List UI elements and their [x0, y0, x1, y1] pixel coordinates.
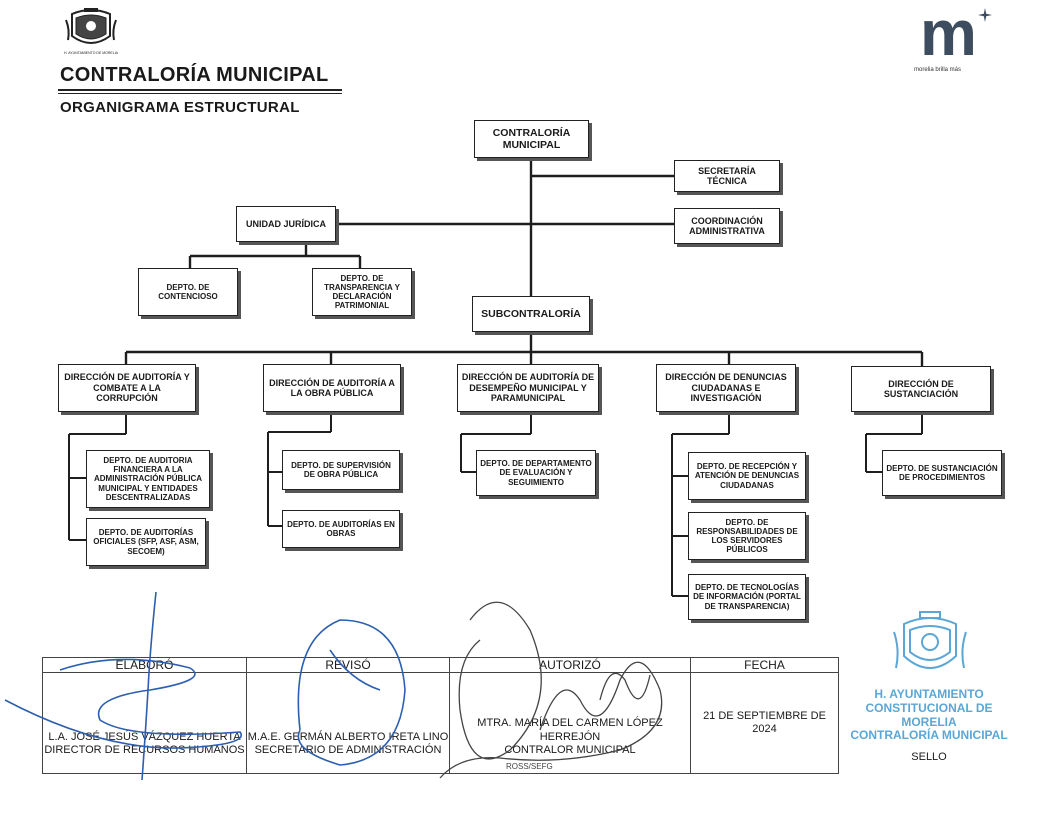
- seal-text: H. AYUNTAMIENTO CONSTITUCIONAL DE MORELI…: [846, 687, 1012, 743]
- box-depto-responsabilidades: DEPTO. DE RESPONSABILIDADES DE LOS SERVI…: [688, 512, 806, 560]
- brand-tagline: morelia brilla más: [914, 67, 962, 73]
- box-depto-contencioso: DEPTO. DE CONTENCIOSO: [138, 268, 238, 316]
- box-depto-auditorias-obras: DEPTO. DE AUDITORÍAS EN OBRAS: [282, 510, 400, 548]
- cell-reviso: M.A.E. GERMÁN ALBERTO IRETA LINO SECRETA…: [246, 672, 450, 774]
- box-depto-evaluacion: DEPTO. DE DEPARTAMENTO DE EVALUACIÓN Y S…: [476, 450, 596, 496]
- cell-autorizo: MTRA. MARÍA DEL CARMEN LÓPEZ HERREJÓN CO…: [449, 672, 691, 774]
- star-icon: [978, 8, 992, 22]
- box-dir-denuncias: DIRECCIÓN DE DENUNCIAS CIUDADANAS E INVE…: [656, 364, 796, 412]
- header-elaboro: ELABORÓ: [42, 657, 247, 673]
- autorizo-role: CONTRALOR MUNICIPAL: [504, 743, 636, 756]
- page-title: CONTRALORÍA MUNICIPAL: [60, 64, 329, 86]
- reviso-role: SECRETARIO DE ADMINISTRACIÓN: [254, 743, 442, 756]
- escudo-caption: H. AYUNTAMIENTO DE MORELIA: [63, 51, 119, 55]
- escudo-icon: [65, 8, 117, 44]
- box-depto-sustanciacion: DEPTO. DE SUSTANCIACIÓN DE PROCEDIMIENTO…: [882, 450, 1002, 496]
- cell-fecha: 21 DE SEPTIEMBRE DE 2024: [690, 672, 839, 774]
- box-dir-obra-publica: DIRECCIÓN DE AUDITORÍA A LA OBRA PÚBLICA: [263, 364, 401, 412]
- elaboro-role: DIRECTOR DE RECURSOS HUMANOS: [44, 743, 245, 756]
- cell-elaboro: L.A. JOSÉ JESÚS VÁZQUEZ HUERTA DIRECTOR …: [42, 672, 247, 774]
- box-contraloria-municipal: CONTRALORÍA MUNICIPAL: [474, 120, 589, 158]
- box-unidad-juridica: UNIDAD JURÍDICA: [236, 206, 336, 242]
- brand-logo: m: [920, 0, 1000, 69]
- page-subtitle: ORGANIGRAMA ESTRUCTURAL: [60, 99, 300, 116]
- box-depto-transparencia: DEPTO. DE TRANSPARENCIA Y DECLARACIÓN PA…: [312, 268, 412, 316]
- signature-table: ELABORÓ REVISÓ AUTORIZÓ FECHA L.A. JOSÉ …: [42, 657, 839, 774]
- initials-text: ROSS/SEFG: [506, 762, 553, 771]
- box-dir-sustanciacion: DIRECCIÓN DE SUSTANCIACIÓN: [851, 366, 991, 412]
- box-coordinacion-administrativa: COORDINACIÓN ADMINISTRATIVA: [674, 208, 780, 244]
- seal-line-3: MORELIA: [901, 714, 957, 729]
- signature-body-row: L.A. JOSÉ JESÚS VÁZQUEZ HUERTA DIRECTOR …: [42, 672, 839, 774]
- box-depto-recepcion: DEPTO. DE RECEPCIÓN Y ATENCIÓN DE DENUNC…: [688, 452, 806, 500]
- seal-line-2: CONSTITUCIONAL DE: [865, 700, 993, 715]
- brand-wordmark: m: [920, 0, 977, 69]
- seal-line-4: CONTRALORÍA MUNICIPAL: [850, 728, 1008, 743]
- autorizo-name: MTRA. MARÍA DEL CARMEN LÓPEZ HERREJÓN: [477, 717, 663, 743]
- box-dir-desempeno: DIRECCIÓN DE AUDITORÍA DE DESEMPEÑO MUNI…: [457, 364, 599, 412]
- signature-header-row: ELABORÓ REVISÓ AUTORIZÓ FECHA: [42, 657, 839, 673]
- header-reviso: REVISÓ: [246, 657, 450, 673]
- box-secretaria-tecnica: SECRETARÍA TÉCNICA: [674, 160, 780, 192]
- seal-line-1: H. AYUNTAMIENTO: [874, 687, 984, 701]
- sello-label: SELLO: [911, 751, 947, 763]
- box-depto-auditoria-financiera: DEPTO. DE AUDITORIA FINANCIERA A LA ADMI…: [86, 450, 210, 508]
- box-dir-auditoria-corrupcion: DIRECCIÓN DE AUDITORÍA Y COMBATE A LA CO…: [58, 364, 196, 412]
- box-subcontraloria: SUBCONTRALORÍA: [472, 296, 590, 332]
- box-depto-supervision: DEPTO. DE SUPERVISIÓN DE OBRA PÚBLICA: [282, 450, 400, 490]
- fecha-value: 21 DE SEPTIEMBRE DE 2024: [703, 709, 826, 735]
- header-autorizo: AUTORIZÓ: [449, 657, 691, 673]
- reviso-name: M.A.E. GERMÁN ALBERTO IRETA LINO: [247, 730, 449, 743]
- box-depto-tecnologias: DEPTO. DE TECNOLOGÍAS DE INFORMACIÓN (PO…: [688, 574, 806, 620]
- elaboro-name: L.A. JOSÉ JESÚS VÁZQUEZ HUERTA: [48, 730, 241, 743]
- header-fecha: FECHA: [690, 657, 839, 673]
- seal-icon: [893, 611, 967, 669]
- title-rule: [58, 89, 342, 91]
- title-rule-thin: [58, 93, 342, 94]
- box-depto-auditorias-oficiales: DEPTO. DE AUDITORÍAS OFICIALES (SFP, ASF…: [86, 518, 206, 566]
